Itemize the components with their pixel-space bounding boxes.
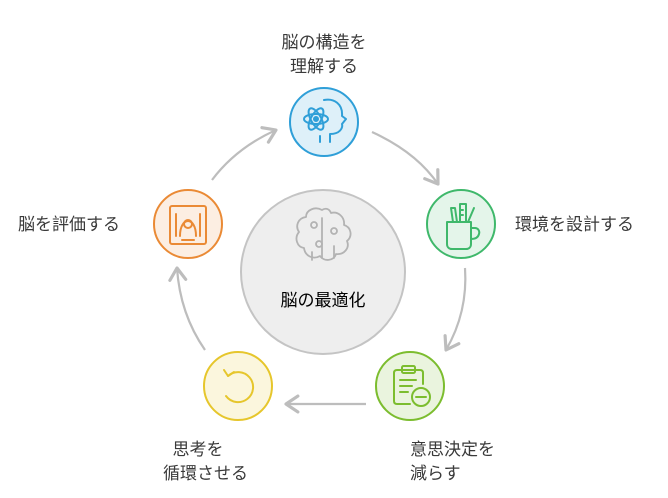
label-evaluate: 脳を評価する (18, 213, 120, 237)
label-cycle-line-1: 思考を (172, 440, 224, 460)
rotate-arrow-icon (223, 369, 255, 404)
center-node: 脳の最適化 (240, 189, 406, 355)
label-environment: 環境を設計する (515, 213, 634, 237)
label-environment-line-1: 環境を設計する (515, 215, 634, 235)
head-atom-icon (303, 98, 347, 143)
step-node-decisions (375, 351, 445, 421)
label-decisions: 意思決定を 減らす (410, 438, 495, 486)
connector-cycle-to-evaluate (168, 266, 206, 351)
connector-evaluate-to-understand (211, 126, 278, 181)
label-decisions-line-2: 減らす (410, 464, 461, 484)
label-understand-line-2: 理解する (290, 57, 358, 77)
clipboard-minus-icon (393, 365, 431, 407)
connector-understand-to-environment (371, 130, 440, 186)
label-understand: 脳の構造を 理解する (268, 31, 380, 79)
step-node-environment (426, 189, 496, 259)
center-label: 脳の最適化 (281, 291, 366, 311)
label-cycle: 思考を 循環させる (128, 438, 248, 486)
label-evaluate-line-1: 脳を評価する (18, 215, 120, 235)
label-understand-line-1: 脳の構造を (281, 33, 367, 53)
pencil-cup-icon (446, 203, 481, 250)
label-cycle-line-2: 循環させる (163, 464, 248, 484)
brain-icon (295, 207, 352, 261)
step-node-evaluate (153, 189, 223, 259)
step-node-cycle (203, 351, 273, 421)
brain-scanner-icon (169, 205, 207, 245)
connector-environment-to-decisions (443, 267, 467, 352)
step-node-understand (289, 87, 359, 157)
label-decisions-line-1: 意思決定を (410, 440, 495, 460)
